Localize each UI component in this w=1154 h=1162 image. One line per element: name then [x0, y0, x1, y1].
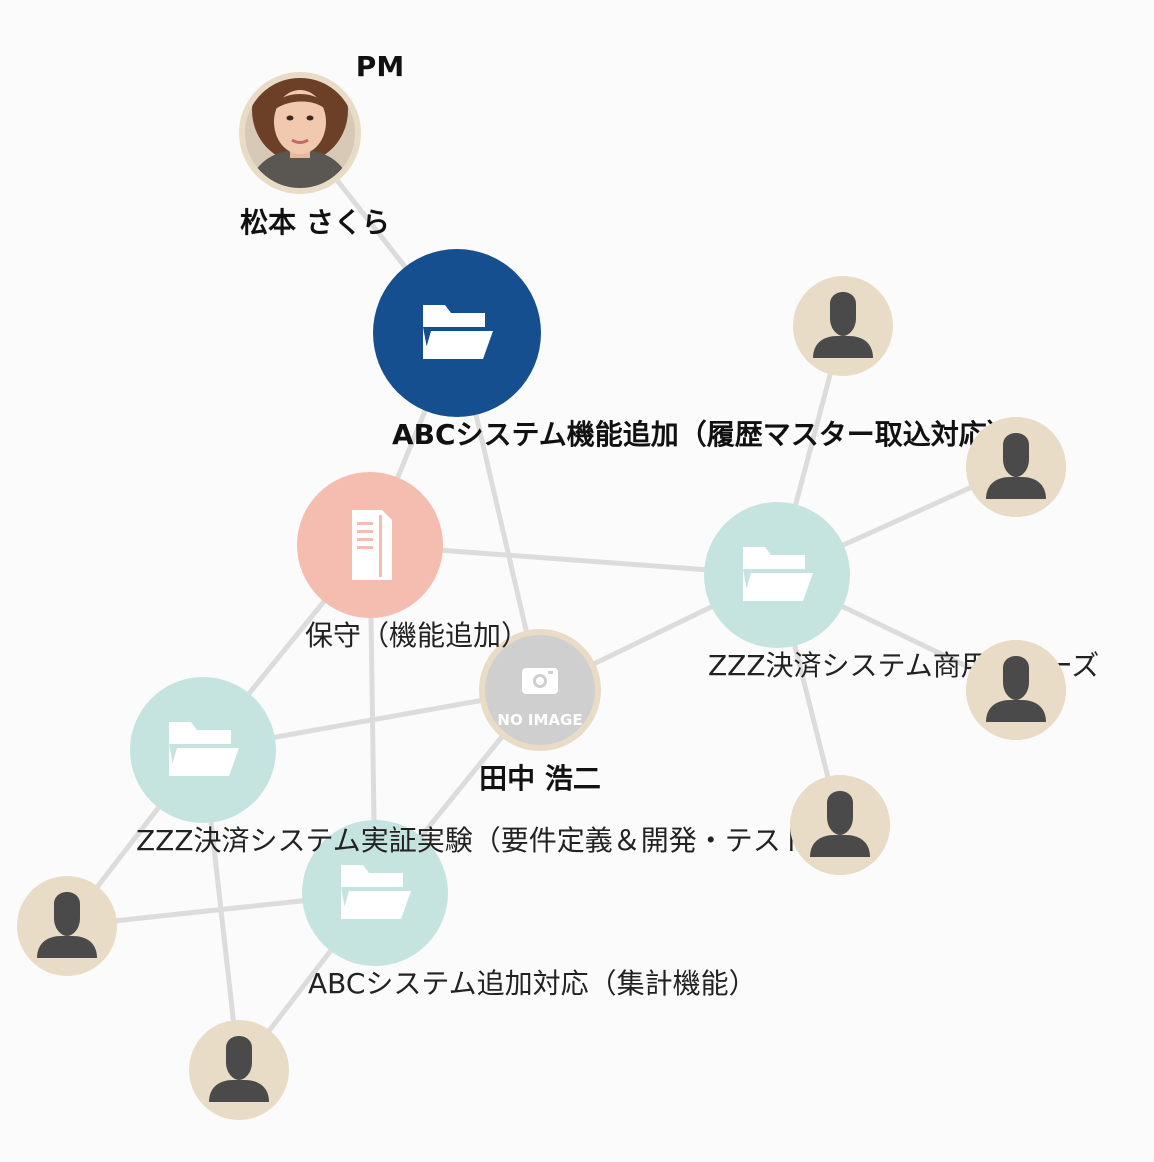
camera-icon	[522, 668, 558, 694]
abc-aggregate-label: ABCシステム追加対応（集計機能）	[308, 967, 757, 1000]
maintenance-node[interactable]	[297, 472, 443, 618]
person-node-overlay[interactable]	[790, 775, 890, 875]
tanaka-name-label: 田中 浩二	[479, 762, 601, 795]
pm-node[interactable]: PM 松本 さくら	[239, 50, 404, 239]
folder-open-icon	[743, 547, 813, 601]
document-file-icon	[352, 510, 392, 580]
zzz-commercial-node[interactable]	[704, 502, 850, 648]
person-node[interactable]	[793, 276, 893, 376]
no-image-label: NO IMAGE	[497, 711, 582, 729]
edges	[65, 131, 1018, 1072]
person-node[interactable]	[189, 1020, 289, 1120]
person-node-overlay[interactable]	[966, 640, 1066, 740]
person-node-overlay[interactable]	[966, 417, 1066, 517]
main-project-node[interactable]	[373, 249, 541, 417]
folder-open-icon	[423, 305, 493, 359]
tanaka-node[interactable]: NO IMAGE	[479, 629, 601, 751]
zzz-poc-node[interactable]	[130, 677, 276, 823]
pm-role-label: PM	[356, 50, 404, 83]
abc-aggregate-node[interactable]	[302, 820, 448, 966]
folder-open-icon	[341, 865, 411, 919]
maintenance-label: 保守（機能追加）	[305, 619, 529, 652]
zzz-poc-label: ZZZ決済システム実証実験（要件定義＆開発・テスト）	[136, 824, 837, 857]
main-project-label: ABCシステム機能追加（履歴マスター取込対応）	[392, 418, 1015, 451]
folder-open-icon	[169, 722, 239, 776]
person-node[interactable]	[17, 876, 117, 976]
pm-name-label: 松本 さくら	[240, 206, 390, 239]
pm-avatar	[245, 78, 355, 188]
